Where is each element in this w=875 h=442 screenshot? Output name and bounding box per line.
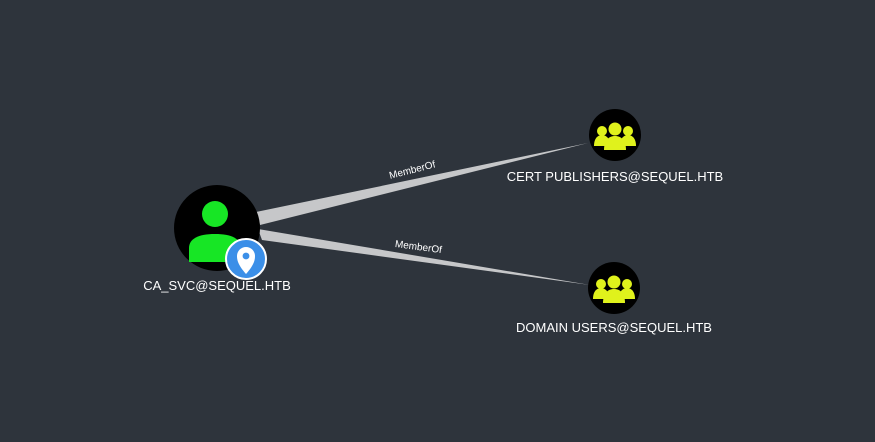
edge-memberof-domain-users[interactable]: MemberOf bbox=[258, 229, 590, 285]
group-icon bbox=[594, 122, 636, 150]
node-label: DOMAIN USERS@SEQUEL.HTB bbox=[516, 320, 712, 335]
edge-line[interactable] bbox=[258, 229, 590, 285]
node-user-ca-svc[interactable]: CA_SVC@SEQUEL.HTB bbox=[143, 185, 291, 293]
node-label: CERT PUBLISHERS@SEQUEL.HTB bbox=[507, 169, 723, 184]
node-group-cert-publishers[interactable]: CERT PUBLISHERS@SEQUEL.HTB bbox=[507, 109, 723, 184]
node-group-domain-users[interactable]: DOMAIN USERS@SEQUEL.HTB bbox=[516, 262, 712, 335]
location-pin-icon[interactable] bbox=[225, 238, 267, 280]
edge-memberof-cert-publishers[interactable]: MemberOf bbox=[256, 143, 588, 225]
group-icon bbox=[593, 275, 635, 303]
edge-line[interactable] bbox=[256, 143, 588, 225]
node-label: CA_SVC@SEQUEL.HTB bbox=[143, 278, 291, 293]
